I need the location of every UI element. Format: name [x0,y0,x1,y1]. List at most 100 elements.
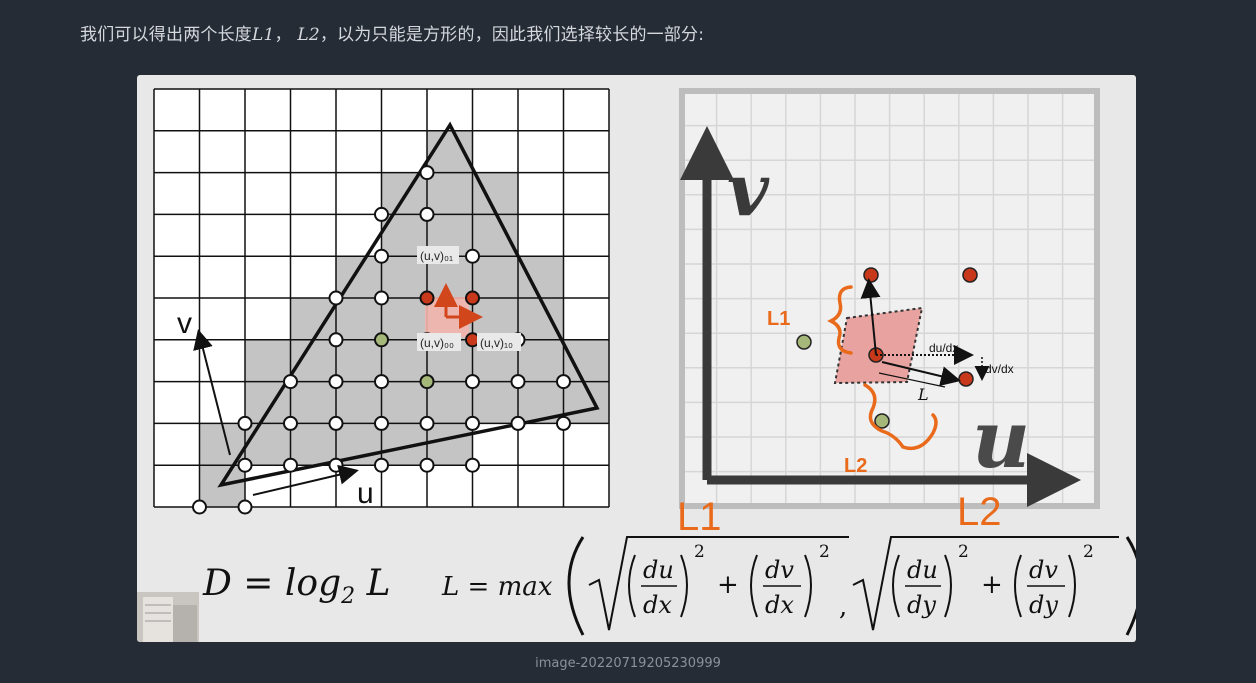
figure-svg: (u,v)₀₁ (u,v)₀₀ (u,v)₁₀ v u v u [137,88,1136,642]
frac-du: du [907,556,938,584]
paragraph-part1: 我们可以得出两个长度 [80,25,252,45]
sample-dot [465,415,480,431]
gray-cell [290,339,336,382]
label-du-dx: du/dx [929,341,958,355]
right-uv-panel: v u du/dx dv/dx L L1 L2 [679,88,1100,509]
exp-2: 2 [819,542,830,562]
sample-dot [419,165,435,181]
image-caption: image-20220719205230999 [535,656,721,671]
gray-cell [472,256,518,298]
colored-sample-dot [419,374,435,390]
gray-cell [336,298,382,340]
left-grid-panel: (u,v)₀₁ (u,v)₀₀ (u,v)₁₀ v u [153,88,610,515]
sample-dot [374,374,389,390]
sample-dot [328,374,344,390]
frac-dv: dv [765,556,794,584]
formula-annot-L2: L2 [957,490,1002,534]
v-vector-arrow [193,329,231,456]
sample-dot [237,499,253,515]
sample-dot [374,415,389,431]
paragraph-part2: ， [274,25,298,45]
formula-L-max: L = max [441,572,553,602]
label-uv01: (u,v)₀₁ [420,249,453,263]
sample-dot [465,374,480,390]
big-paren-left [567,536,585,636]
annot-L2: L2 [844,455,867,477]
pixel-footprint [833,306,924,385]
sample-dot [374,457,389,473]
math-var-l1: L1 [252,25,275,45]
sqrt-2 [852,536,1119,631]
label-L: L [917,385,929,404]
frac-dx: dx [643,591,672,619]
frac-dv: dv [1029,556,1058,584]
sample-dot [283,374,298,390]
u-vector-arrow [252,464,359,496]
frac-dx: dx [765,591,794,619]
gray-cell [472,381,518,424]
paragraph-part3: ，以为只能是方形的，因此我们选择较长的一部分: [319,25,705,45]
comma: , [839,592,847,622]
sample-dot [374,248,389,264]
gray-cell [563,339,609,382]
big-paren-right [1125,536,1136,636]
sample-dot [283,457,298,473]
sample-dot [419,206,435,222]
red-dot [962,267,978,283]
sample-dot [465,248,480,264]
annot-L1: L1 [767,308,790,330]
sqrt-1 [588,536,849,631]
sample-dot [328,332,344,348]
gray-cell [427,381,473,424]
vector-L [881,361,961,386]
sample-dot [192,499,207,515]
sample-dot [374,206,389,222]
exp-2: 2 [694,542,705,562]
gray-cell [518,256,564,298]
sample-dot [283,415,298,431]
gray-cell [472,214,518,257]
green-dot [796,334,812,350]
gray-cell [381,298,427,340]
plus-2: + [981,570,1003,600]
gray-cell [290,298,336,340]
gray-cell [290,381,336,424]
gray-cell [336,381,382,424]
red-dot [863,267,879,283]
label-uv00: (u,v)₀₀ [420,336,454,350]
sample-dot [419,457,435,473]
sample-dot [556,415,571,431]
exp-2: 2 [1083,542,1094,562]
formula-D: D = log2 L [202,563,391,609]
gray-cell [381,172,427,215]
colored-sample-dot [374,332,389,348]
sample-dot [419,415,435,431]
sample-dot [510,415,526,431]
axis-label-u: u [972,392,1030,486]
formula-annot-L1: L1 [677,495,722,539]
gray-cell [427,172,473,215]
sample-dot [465,457,480,473]
colored-sample-dot [465,290,480,306]
paragraph-text: 我们可以得出两个长度L1， L2，以为只能是方形的，因此我们选择较长的一部分: [80,20,704,45]
green-dot [874,413,890,429]
label-uv10: (u,v)₁₀ [480,336,513,350]
gray-cell [245,423,291,466]
L-bracket [878,372,946,388]
left-label-v: v [177,307,192,340]
L1-brace [827,285,853,355]
gray-cell [290,423,336,466]
sample-dot [510,374,526,390]
sample-dot [237,457,253,473]
sample-dot [556,374,571,390]
red-dot [958,371,974,387]
vector-up [860,278,881,356]
frac-dy: dy [907,591,936,619]
frac-dy: dy [1029,591,1058,619]
gray-cell [427,423,473,466]
L2-brace [863,383,938,451]
formula-area: L1 L2 D = log2 L L = max du dx 2 + dv dx… [202,490,1136,636]
sample-dot [374,290,389,306]
colored-sample-dot [419,290,435,306]
sample-dot [328,415,344,431]
